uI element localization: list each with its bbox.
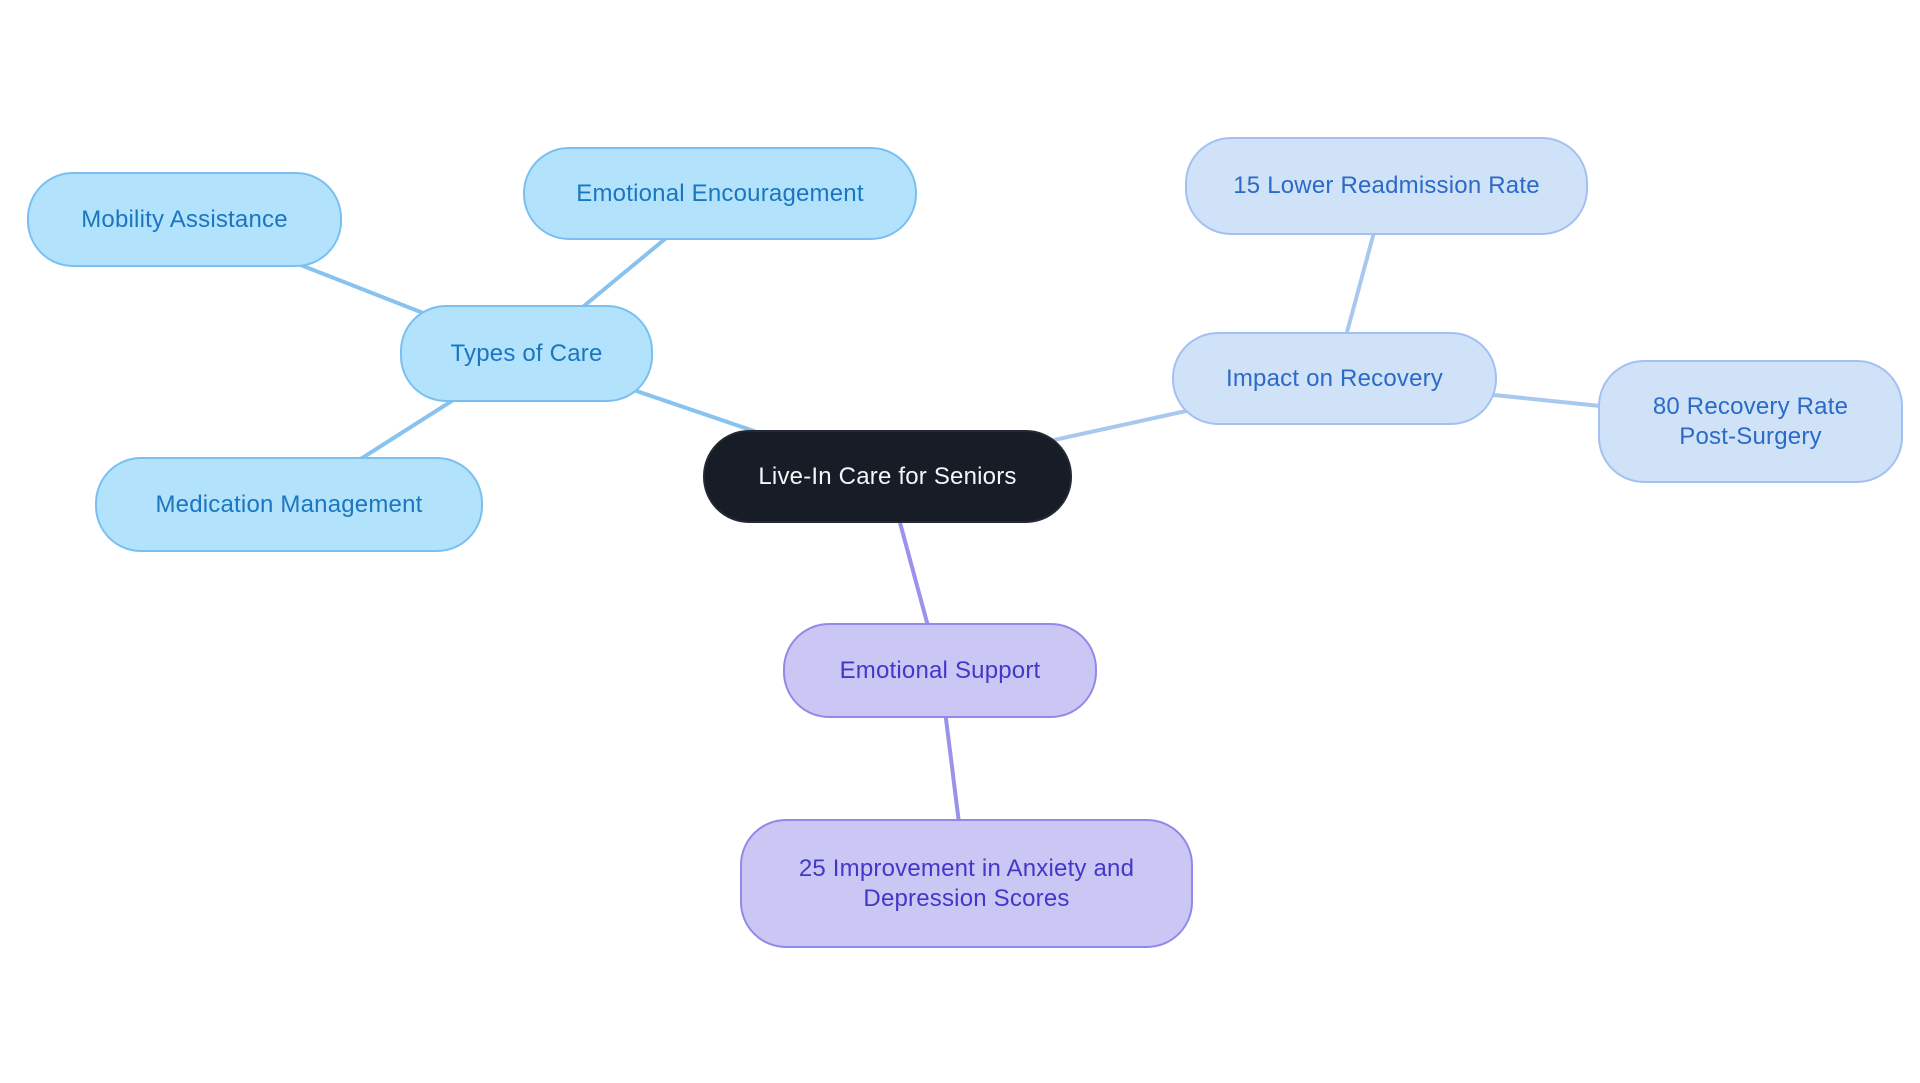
node-label-medication-management: Medication Management (155, 490, 423, 518)
node-types-of-care: Types of Care (400, 305, 653, 402)
node-label-central: Live-In Care for Seniors (758, 462, 1017, 490)
node-mobility-assistance: Mobility Assistance (27, 172, 342, 267)
node-impact-on-recovery: Impact on Recovery (1172, 332, 1497, 425)
node-recovery-rate-post-surgery: 80 Recovery Rate Post-Surgery (1598, 360, 1903, 483)
node-label-types-of-care: Types of Care (450, 339, 603, 367)
node-medication-management: Medication Management (95, 457, 483, 552)
node-label-anxiety-depression-improvement: 25 Improvement in Anxiety and Depression… (798, 854, 1135, 912)
node-label-emotional-support: Emotional Support (839, 656, 1041, 684)
node-emotional-support: Emotional Support (783, 623, 1097, 718)
node-emotional-encouragement: Emotional Encouragement (523, 147, 917, 240)
node-label-emotional-encouragement: Emotional Encouragement (576, 179, 864, 207)
node-central: Live-In Care for Seniors (703, 430, 1072, 523)
node-anxiety-depression-improvement: 25 Improvement in Anxiety and Depression… (740, 819, 1193, 948)
node-lower-readmission-rate: 15 Lower Readmission Rate (1185, 137, 1588, 235)
node-label-recovery-rate-post-surgery: 80 Recovery Rate Post-Surgery (1652, 392, 1849, 450)
node-label-impact-on-recovery: Impact on Recovery (1225, 364, 1444, 392)
node-label-mobility-assistance: Mobility Assistance (81, 205, 288, 233)
node-label-lower-readmission-rate: 15 Lower Readmission Rate (1233, 172, 1540, 199)
